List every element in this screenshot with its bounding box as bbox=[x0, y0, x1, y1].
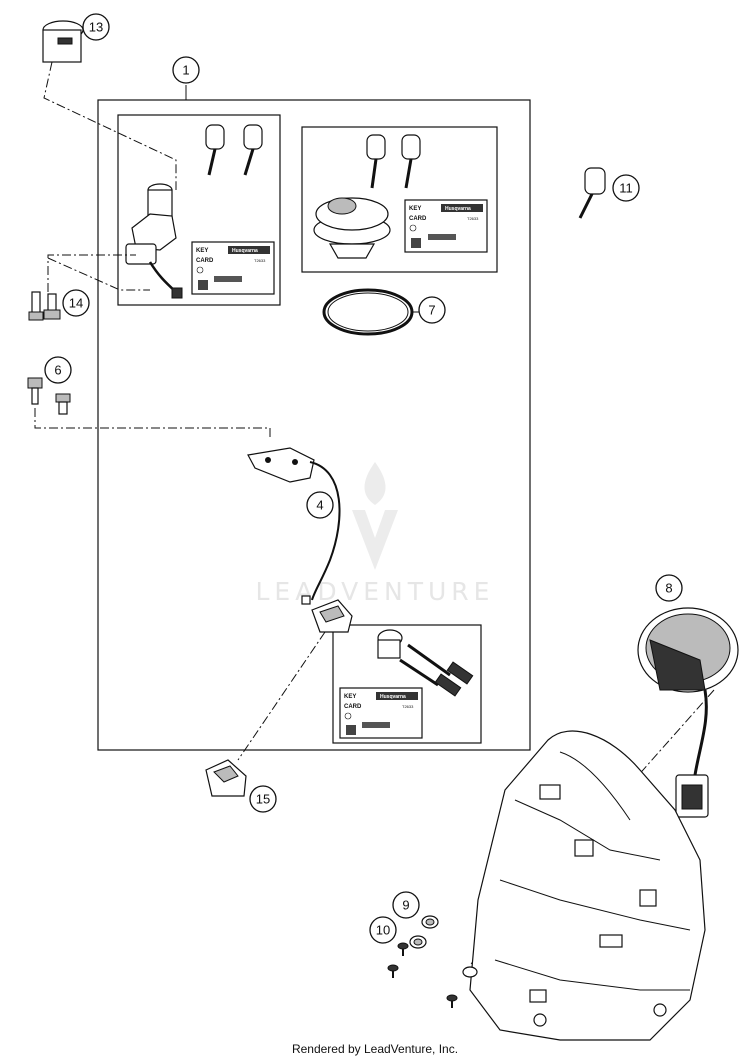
svg-text:4: 4 bbox=[316, 498, 323, 513]
key-icon bbox=[399, 658, 462, 697]
callout-14: 14 bbox=[62, 289, 90, 317]
callout-9: 9 bbox=[392, 891, 420, 919]
svg-text:10: 10 bbox=[376, 923, 390, 938]
key-icon bbox=[401, 134, 421, 189]
cable-holder-icon bbox=[205, 759, 247, 797]
fuel-cap-icon bbox=[313, 197, 391, 259]
watermark-text: LEADVENTURE bbox=[256, 577, 495, 606]
svg-text:11: 11 bbox=[619, 181, 633, 196]
svg-text:7: 7 bbox=[428, 303, 435, 318]
grommet-icon bbox=[409, 935, 427, 949]
screw-icon bbox=[387, 964, 399, 978]
key-card-code: T2633 bbox=[402, 704, 414, 709]
key-card-line1: KEY bbox=[409, 206, 421, 212]
grommet-icon bbox=[421, 915, 439, 929]
key-card-code: T2633 bbox=[467, 216, 479, 221]
ignition-lock-box bbox=[117, 114, 281, 306]
callout-8: 8 bbox=[655, 574, 683, 602]
seat-lock-box bbox=[332, 624, 482, 744]
key-card-brand: Husqvarna bbox=[380, 694, 406, 700]
leader-line bbox=[47, 254, 150, 292]
key-icon bbox=[243, 124, 263, 176]
seat-lock-release-icon bbox=[247, 447, 341, 605]
key-card: KEY CARD Husqvarna T2633 bbox=[191, 241, 275, 295]
grommet-icon bbox=[462, 966, 478, 978]
screw-icon bbox=[397, 942, 409, 956]
leader-line bbox=[43, 61, 177, 190]
svg-text:13: 13 bbox=[89, 20, 103, 35]
screw-icon bbox=[27, 377, 43, 405]
leader-line bbox=[34, 408, 271, 438]
callout-1: 1 bbox=[172, 56, 200, 84]
callout-13: 13 bbox=[82, 13, 110, 41]
lock-cylinder-icon bbox=[42, 20, 84, 63]
key-card-line2: CARD bbox=[409, 216, 427, 222]
svg-text:6: 6 bbox=[54, 363, 61, 378]
footer-credit: Rendered by LeadVenture, Inc. bbox=[291, 1042, 459, 1056]
key-card-line2: CARD bbox=[344, 704, 362, 710]
kit-frame bbox=[97, 99, 531, 751]
fuel-cap-box bbox=[301, 126, 498, 273]
leader-line bbox=[237, 631, 326, 761]
ignition-lock-icon bbox=[125, 183, 183, 299]
callout-11: 11 bbox=[612, 174, 640, 202]
o-ring-icon bbox=[322, 288, 414, 336]
svg-text:14: 14 bbox=[69, 296, 83, 311]
svg-text:15: 15 bbox=[256, 792, 270, 807]
screw-icon bbox=[55, 393, 71, 415]
cable-holder-icon bbox=[311, 599, 353, 633]
key-icon bbox=[366, 134, 386, 189]
key-card-brand: Husqvarna bbox=[232, 248, 258, 254]
screw-icon bbox=[43, 293, 61, 320]
key-card: KEY CARD Husqvarna T2633 bbox=[339, 687, 423, 739]
key-icon bbox=[578, 167, 606, 219]
callout-15: 15 bbox=[249, 785, 277, 813]
svg-text:9: 9 bbox=[402, 898, 409, 913]
svg-text:8: 8 bbox=[665, 581, 672, 596]
callout-7: 7 bbox=[418, 296, 446, 324]
instrument-cluster-icon bbox=[637, 607, 739, 818]
key-icon bbox=[407, 643, 474, 685]
svg-text:1: 1 bbox=[182, 63, 189, 78]
key-card-code: T2633 bbox=[254, 258, 266, 263]
dashboard-housing-icon bbox=[469, 730, 706, 1041]
callout-4: 4 bbox=[306, 491, 334, 519]
screw-icon bbox=[446, 994, 458, 1008]
key-card-line1: KEY bbox=[344, 694, 356, 700]
key-card-line1: KEY bbox=[196, 248, 208, 254]
key-card-brand: Husqvarna bbox=[445, 206, 471, 212]
key-icon bbox=[205, 124, 225, 176]
watermark: LEADVENTURE bbox=[256, 462, 495, 606]
key-card-line2: CARD bbox=[196, 258, 214, 264]
screw-icon bbox=[28, 291, 44, 321]
callout-6: 6 bbox=[44, 356, 72, 384]
key-card: KEY CARD Husqvarna T2633 bbox=[404, 199, 488, 253]
seat-lock-cylinder-icon bbox=[377, 629, 403, 659]
callout-10: 10 bbox=[369, 916, 397, 944]
